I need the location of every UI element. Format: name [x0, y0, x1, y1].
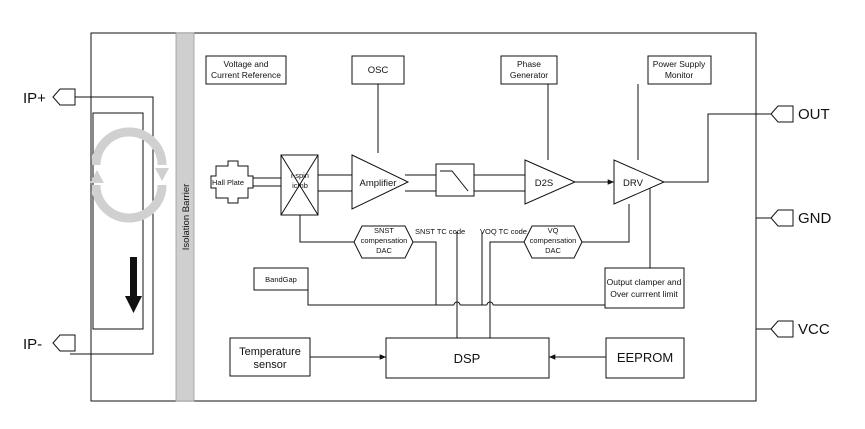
phase-generator-block: Phase Generator	[500, 55, 558, 85]
osc-block: OSC	[351, 55, 405, 85]
filter-block	[435, 163, 475, 197]
svg-text:Current Reference: Current Reference	[211, 70, 281, 80]
drv-block: DRV	[613, 159, 666, 205]
snst-compensation-dac-block: SNST compensation DAC	[353, 225, 414, 259]
eeprom-block: EEPROM	[605, 337, 685, 379]
svg-text:OSC: OSC	[368, 65, 389, 76]
svg-text:OUT: OUT	[798, 106, 830, 123]
svg-text:IP-: IP-	[23, 336, 42, 353]
pin-gnd: GND	[770, 209, 832, 227]
pin-vcc: VCC	[770, 320, 830, 338]
rotation-arrows-icon	[90, 127, 169, 223]
temperature-sensor-block: Temperature sensor	[229, 337, 311, 377]
pin-ip-plus: IP+	[23, 88, 76, 107]
output-clamper-block: Output clamper and Over currrent limit	[604, 267, 685, 309]
svg-text:EEPROM: EEPROM	[617, 350, 673, 365]
svg-text:Monitor: Monitor	[665, 70, 694, 80]
svg-text:Amplifier: Amplifier	[360, 178, 397, 189]
dsp-block: DSP	[385, 337, 550, 379]
svg-text:IP+: IP+	[23, 90, 46, 107]
svg-text:Output clamper and: Output clamper and	[607, 277, 682, 287]
pin-ip-minus: IP-	[23, 334, 76, 353]
hall-plate-block: Hall Plate	[210, 160, 254, 204]
pin-out: OUT	[770, 105, 830, 123]
chip-outline	[90, 32, 757, 402]
power-supply-monitor-block: Power Supply Monitor	[647, 55, 712, 85]
current-path-outer	[70, 96, 154, 355]
svg-text:Phase: Phase	[517, 59, 541, 69]
svg-text:BandGap: BandGap	[265, 275, 297, 284]
current-direction-arrow-icon	[125, 257, 142, 313]
svg-text:i-spin: i-spin	[291, 171, 309, 180]
svg-text:Hall Plate: Hall Plate	[212, 178, 244, 187]
voltage-current-reference-block: Voltage and Current Reference	[205, 55, 287, 85]
svg-text:DAC: DAC	[545, 246, 561, 255]
svg-text:Over currrent limit: Over currrent limit	[610, 289, 678, 299]
bandgap-block: BandGap	[253, 267, 309, 291]
svg-text:GND: GND	[798, 210, 832, 227]
ispin-block: i-spin icmb	[280, 154, 319, 216]
svg-text:compensation: compensation	[361, 236, 408, 245]
svg-text:DRV: DRV	[623, 178, 644, 189]
svg-text:sensor: sensor	[253, 359, 286, 371]
voq-tc-code-label: VOQ TC code	[480, 227, 527, 236]
svg-text:Power Supply: Power Supply	[653, 59, 706, 69]
isolation-barrier	[175, 32, 195, 402]
svg-text:D2S: D2S	[535, 178, 553, 189]
vq-compensation-dac-block: VQ compensation DAC	[523, 225, 583, 259]
svg-text:Generator: Generator	[510, 70, 548, 80]
amplifier-block: Amplifier	[351, 154, 410, 210]
svg-text:Temperature: Temperature	[239, 346, 301, 358]
svg-text:SNST: SNST	[374, 226, 394, 235]
snst-tc-code-label: SNST TC code	[415, 227, 465, 236]
svg-text:compensation: compensation	[530, 236, 577, 245]
d2s-block: D2S	[524, 159, 577, 205]
svg-text:DAC: DAC	[376, 246, 392, 255]
current-path-inner	[92, 112, 144, 330]
svg-text:Voltage and: Voltage and	[224, 59, 269, 69]
svg-text:VQ: VQ	[548, 226, 559, 235]
svg-text:icmb: icmb	[292, 181, 308, 190]
svg-text:VCC: VCC	[798, 321, 830, 338]
isolation-barrier-label: Isolation Barrier	[181, 184, 192, 251]
svg-text:DSP: DSP	[454, 351, 481, 366]
